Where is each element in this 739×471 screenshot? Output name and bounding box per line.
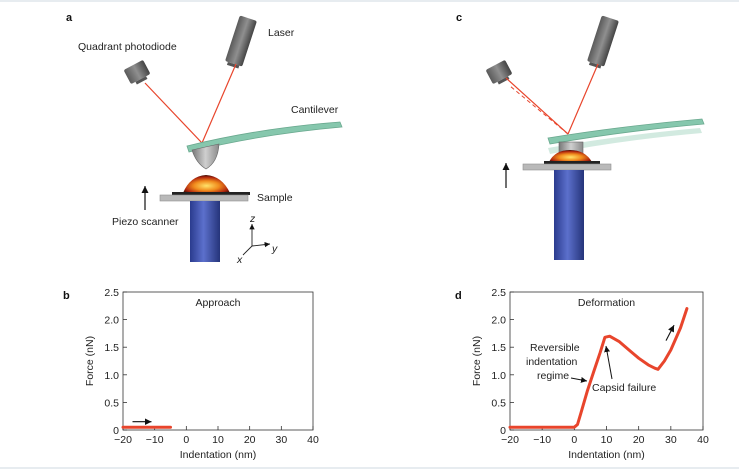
chart-d: d Deformation Indentation (nm) Force (nN… (455, 287, 709, 461)
chart-b: b Approach Indentation (nm) Force (nN) −… (63, 287, 319, 461)
panel-a: a Laser Quadrant photodiode Cantilever S… (66, 12, 343, 266)
panel-letter-b: b (63, 290, 70, 302)
stage (522, 163, 612, 171)
annotation-reversible-pointer (570, 376, 588, 383)
afm-tip (191, 143, 220, 170)
x-tick-label: 20 (633, 434, 645, 446)
x-tick-label: 0 (571, 434, 577, 446)
laser-beam-original-dashed (509, 85, 569, 135)
laser-beam-incident (201, 63, 237, 144)
photodiode-icon (124, 60, 150, 85)
panel-c: c (456, 12, 705, 260)
chart-d-marks (508, 307, 689, 429)
laser-beam-incident (567, 63, 599, 135)
x-tick-label: 10 (212, 434, 224, 446)
photodiode-icon (486, 60, 512, 85)
plot-frame (122, 291, 314, 431)
label-cantilever: Cantilever (291, 104, 339, 116)
x-tick-label: 30 (665, 434, 677, 446)
x-tick-label: 30 (275, 434, 287, 446)
sample-substrate (172, 192, 250, 195)
cantilever-deflected (547, 118, 705, 145)
y-tick-label: 0.5 (104, 397, 119, 409)
stage (159, 194, 249, 202)
y-tick-label: 1.0 (491, 370, 506, 382)
label-laser: Laser (268, 27, 295, 39)
chart-b-xlabel: Indentation (nm) (180, 449, 256, 461)
cantilever-original (548, 128, 702, 154)
axis-label-x: x (236, 254, 243, 266)
annotation-failure-pointer (604, 345, 613, 380)
y-tick-label: 0.5 (491, 397, 506, 409)
axis-label-z: z (249, 213, 256, 225)
y-tick-label: 0 (113, 425, 119, 437)
chart-d-ticks: −20 −10 0 10 20 30 40 0 0.5 1.0 1.5 2.0 2.5 (491, 287, 709, 446)
chart-d-title: Deformation (578, 297, 635, 309)
y-tick-label: 1.5 (491, 342, 506, 354)
y-tick-label: 0 (500, 425, 506, 437)
y-tick-label: 1.0 (104, 370, 119, 382)
y-tick-label: 2.5 (104, 287, 119, 299)
x-tick-label: 20 (244, 434, 256, 446)
y-tick-label: 2.0 (491, 315, 506, 327)
laser-beam-reflected (505, 77, 569, 135)
annotation-capsid-failure: Capsid failure (592, 382, 656, 394)
label-sample: Sample (257, 192, 293, 204)
panel-letter-c: c (456, 12, 462, 24)
laser-beam-reflected (144, 82, 203, 144)
label-photodiode: Quadrant photodiode (78, 41, 177, 53)
chart-b-ylabel: Force (nN) (84, 336, 96, 386)
sample-capsid (183, 175, 230, 193)
chart-b-marks (121, 418, 172, 429)
piezo-scanner (190, 201, 220, 262)
axis-label-y: y (271, 243, 278, 255)
laser-icon (225, 15, 257, 69)
chart-b-ticks: −20 −10 0 10 20 30 40 0 0.5 1.0 1.5 2.0 2.5 (104, 287, 319, 446)
x-tick-label: 10 (601, 434, 613, 446)
y-tick-label: 2.0 (104, 315, 119, 327)
panel-letter-a: a (66, 12, 73, 24)
cantilever (186, 121, 343, 153)
piezo-scanner (554, 170, 584, 260)
chart-d-ylabel: Force (nN) (471, 336, 483, 386)
sample-substrate (544, 161, 600, 164)
label-piezo: Piezo scanner (112, 216, 179, 228)
laser-icon (587, 15, 619, 69)
chart-d-xlabel: Indentation (nm) (568, 449, 644, 461)
x-tick-label: 40 (697, 434, 709, 446)
panel-letter-d: d (455, 290, 462, 302)
x-tick-label: −20 (501, 434, 519, 446)
y-tick-label: 2.5 (491, 287, 506, 299)
axes-triad: z y x (236, 213, 278, 266)
x-tick-label: −10 (533, 434, 551, 446)
direction-arrow-icon (665, 324, 675, 341)
sample-capsid-compressed (549, 150, 592, 162)
series-line (508, 307, 689, 429)
x-tick-label: −20 (114, 434, 132, 446)
x-tick-label: 0 (183, 434, 189, 446)
y-tick-label: 1.5 (104, 342, 119, 354)
chart-b-title: Approach (196, 297, 241, 309)
annotation-reversible: Reversible indentation regime (526, 342, 583, 382)
x-tick-label: −10 (146, 434, 164, 446)
x-tick-label: 40 (307, 434, 319, 446)
